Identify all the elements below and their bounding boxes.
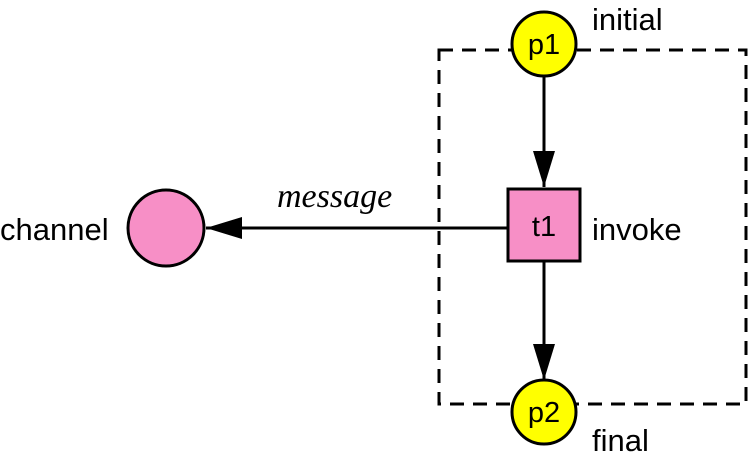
channel-label: channel [0, 212, 109, 247]
place-p1-annotation: initial [592, 2, 663, 37]
subprocess-boundary [437, 48, 748, 406]
place-p2-annotation: final [592, 423, 649, 458]
arc-message-arrowhead [206, 217, 242, 239]
transition-t1-label: t1 [532, 211, 556, 243]
place-p2: p2 [510, 378, 578, 446]
place-p2-label: p2 [528, 397, 560, 429]
place-p1: p1 [510, 10, 578, 78]
arc-t1-to-p2-arrowhead [533, 344, 555, 380]
place-p2-circle [510, 378, 578, 446]
place-p1-label: p1 [528, 29, 560, 61]
arc-p1-to-t1-arrowhead [533, 151, 555, 187]
transition-t1-annotation: invoke [592, 212, 682, 247]
message-arc-label: message [277, 178, 392, 215]
channel-circle [126, 188, 206, 268]
transition-t1: t1 [506, 187, 582, 263]
transition-t1-box [506, 187, 582, 263]
place-p1-circle [510, 10, 578, 78]
